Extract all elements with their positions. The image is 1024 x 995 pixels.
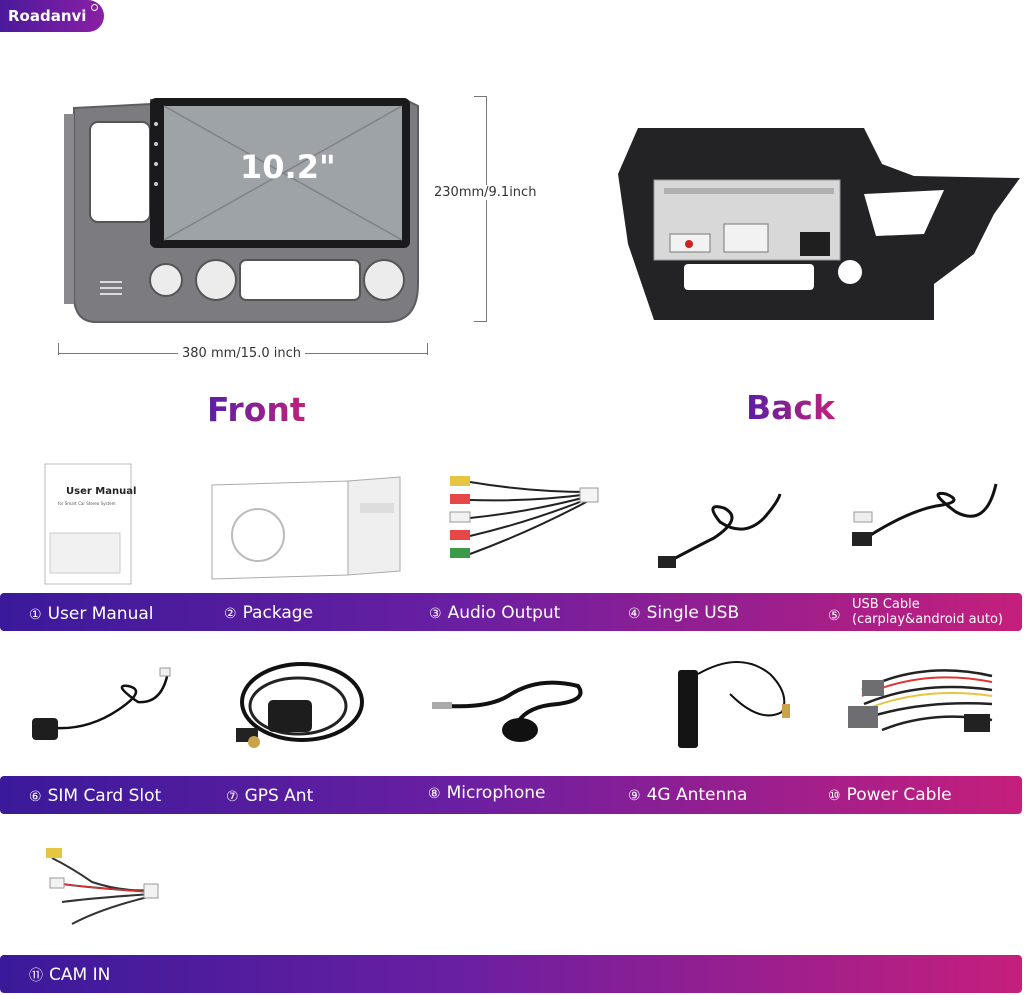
microphone-image [428,666,592,744]
screen-size-label: 10.2" [240,148,336,186]
accessory-band-2 [0,776,1022,814]
cam-in-cable-image [32,838,162,934]
accessory-band-3 [0,955,1022,993]
height-dim-line [486,96,487,322]
height-dimension: 230mm/9.1inch [432,185,539,200]
width-dimension: 380 mm/15.0 inch [178,346,305,361]
user-manual-image [44,463,132,585]
accessory-label-5: USB Cable(carplay&android auto) [852,597,1003,627]
manual-cover-title: User Manual [66,486,137,497]
package-box-image [208,475,404,581]
audio-output-cable-image [440,462,604,572]
single-usb-image [654,488,786,574]
4g-antenna-image [670,654,796,750]
sim-card-slot-image [28,664,174,746]
front-title: Front [207,390,306,429]
accessory-band-1 [0,593,1022,631]
gps-antenna-image [232,658,366,754]
accessory-label-5-num: ⑤ [828,608,841,624]
back-unit-image [614,124,1022,328]
back-title: Back [746,388,835,427]
usb-cable-carplay-image [846,472,1002,554]
manual-cover-subtitle: for Smart Car Stereo System [58,501,116,506]
brand-logo: Roadanvi [0,0,104,32]
front-unit-image [56,94,436,329]
power-cable-image [842,650,1014,748]
